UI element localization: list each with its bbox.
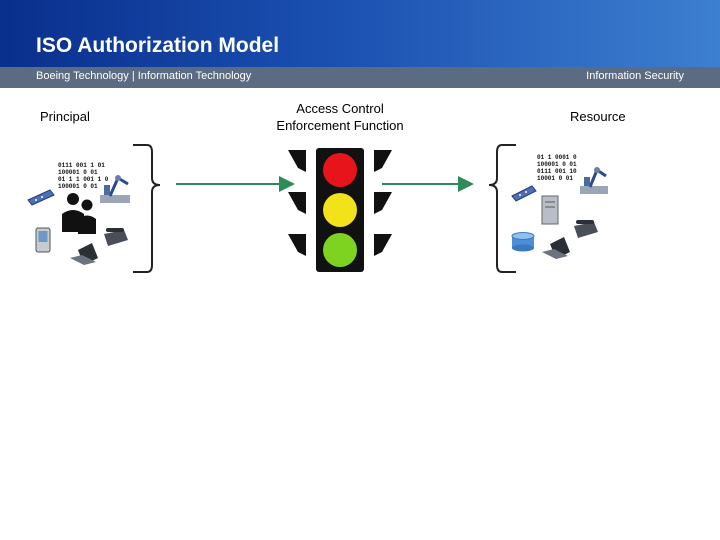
slide-title: ISO Authorization Model <box>36 34 280 57</box>
principal-binary-data-icon: 0111 001 1 01 100001 0 01 01 1 1 001 1 0… <box>58 162 109 190</box>
database-icon <box>511 232 535 252</box>
principal-brace <box>133 144 161 273</box>
yellow-light <box>323 193 357 227</box>
desk-phone-icon <box>574 220 598 238</box>
traffic-light-icon <box>288 148 392 272</box>
resource-brace <box>488 144 516 273</box>
resource-binary-data-icon: 01 1 0001 0 100001 0 01 0111 001 10 1000… <box>537 154 577 182</box>
red-light <box>323 153 357 187</box>
people-silhouette-icon <box>62 193 96 234</box>
principal-label: Principal <box>40 109 90 124</box>
resource-bits-row: 10001 0 01 <box>537 175 573 182</box>
laptop-icon <box>70 243 98 265</box>
desk-phone-icon <box>104 228 128 246</box>
acef-label: Access Control Enforcement Function <box>255 100 425 134</box>
principal-bits-row: 01 1 1 001 1 0 <box>58 176 109 183</box>
resource-label: Resource <box>570 109 626 124</box>
robot-arm-icon <box>580 167 608 194</box>
resource-bits-row: 100001 0 01 <box>537 161 577 168</box>
acef-label-line2: Enforcement Function <box>276 118 404 133</box>
title-bar <box>0 0 720 67</box>
resource-bits-row: 01 1 0001 0 <box>537 154 577 161</box>
server-tower-icon <box>541 195 559 225</box>
green-light <box>323 233 357 267</box>
laptop-icon <box>542 237 570 259</box>
subtitle-organization: Boeing Technology | Information Technolo… <box>36 70 252 82</box>
resource-bits-row: 0111 001 10 <box>537 168 577 175</box>
robot-arm-icon <box>100 175 130 203</box>
network-device-icon <box>27 189 55 206</box>
principal-bits-row: 100001 0 01 <box>58 183 98 190</box>
principal-bits-row: 100001 0 01 <box>58 169 98 176</box>
subtitle-department: Information Security <box>586 70 684 82</box>
network-device-icon <box>511 185 537 202</box>
principal-bits-row: 0111 001 1 01 <box>58 162 105 169</box>
handheld-pda-icon <box>35 227 51 253</box>
subtitle-bar <box>0 67 720 88</box>
acef-label-line1: Access Control <box>296 101 384 116</box>
